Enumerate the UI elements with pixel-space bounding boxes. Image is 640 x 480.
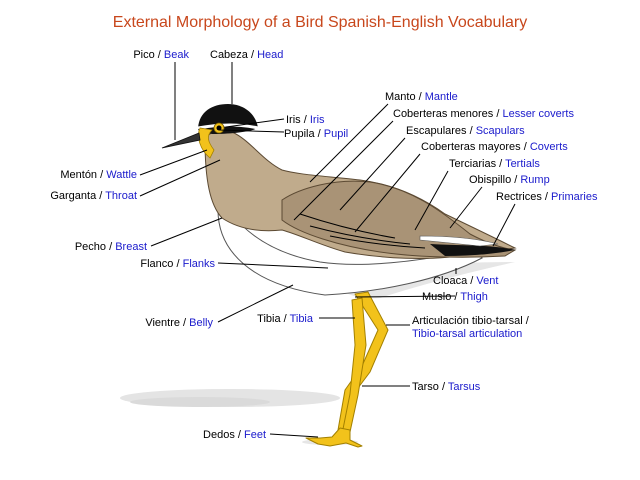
bird-head: [161, 104, 259, 159]
label-wattle: Mentón / Wattle: [60, 169, 137, 181]
label-vent: Cloaca / Vent: [433, 275, 498, 287]
label-feet: Dedos / Feet: [203, 429, 266, 441]
label-pupil: Pupila / Pupil: [284, 128, 348, 140]
label-tibio-tarsal-en: Tibio-tarsal articulation: [412, 328, 522, 340]
label-lesser-coverts: Coberteras menores / Lesser coverts: [393, 108, 574, 120]
label-coverts: Coberteras mayores / Coverts: [421, 141, 568, 153]
label-belly: Vientre / Belly: [145, 317, 213, 329]
label-tibio-tarsal: Articulación tibio-tarsal /: [412, 315, 530, 327]
label-tertials: Terciarias / Tertials: [449, 158, 540, 170]
bird-body: [204, 129, 517, 296]
diagram-title: External Morphology of a Bird Spanish-En…: [113, 14, 527, 31]
labels: Pico / Beak Cabeza / Head Iris / Iris Pu…: [50, 49, 598, 441]
label-rump: Obispillo / Rump: [469, 174, 550, 186]
label-flanks: Flanco / Flanks: [140, 258, 215, 270]
label-tibia: Tibia / Tibia: [257, 313, 314, 325]
label-beak: Pico / Beak: [133, 49, 189, 61]
label-thigh: Muslo / Thigh: [422, 291, 488, 303]
label-primaries: Rectrices / Primaries: [496, 191, 598, 203]
leader-lines: [139, 62, 516, 438]
label-mantle: Manto / Mantle: [385, 91, 458, 103]
label-breast: Pecho / Breast: [75, 241, 147, 253]
label-iris: Iris / Iris: [286, 114, 325, 126]
bird-legs: [305, 291, 389, 448]
label-scapulars: Escapulares / Scapulars: [406, 125, 525, 137]
label-head: Cabeza / Head: [210, 49, 283, 61]
label-throat: Garganta / Throat: [50, 190, 137, 202]
label-tarsus: Tarso / Tarsus: [412, 381, 481, 393]
